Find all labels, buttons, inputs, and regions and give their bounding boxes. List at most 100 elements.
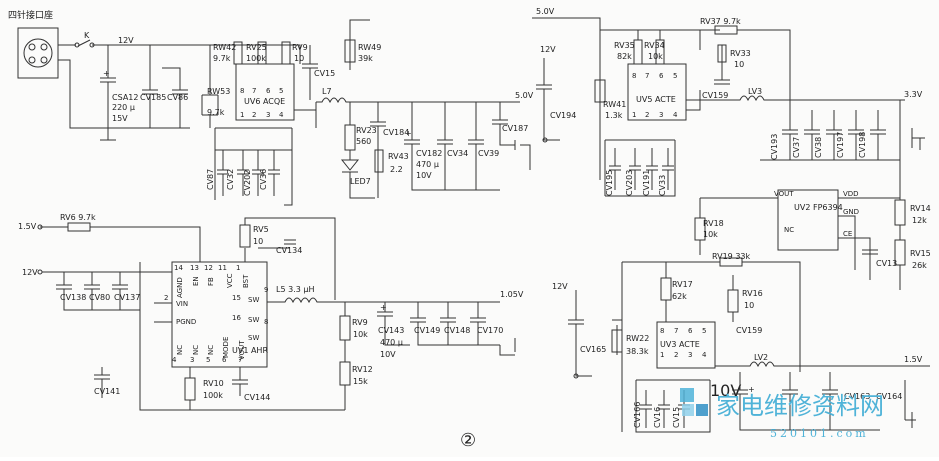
cv143-voltage: 10V [380,350,396,359]
rv17-value: 62k [672,292,687,301]
svg-text:+: + [405,129,412,138]
rw41-name: RW41 [603,100,626,109]
svg-text:NC: NC [784,226,794,234]
uv1-chip [171,261,268,368]
rv9-top-value: 10 [294,54,304,63]
svg-text:4: 4 [702,351,707,359]
svg-text:11: 11 [218,264,227,272]
l5-label: L5 3.3 μH [276,285,314,294]
svg-text:CV202: CV202 [243,170,252,196]
svg-text:8: 8 [264,318,268,326]
cv149-label: CV149 [414,326,440,335]
svg-text:3: 3 [266,111,270,119]
l7-label: L7 [322,87,332,96]
svg-text:1: 1 [240,111,244,119]
rv10-value: 100k [203,391,223,400]
rv15-name: RV15 [910,249,931,258]
rv18-name: RV18 [703,219,724,228]
connector-block: 四针接口座 [8,9,59,79]
rv15-value: 26k [912,261,927,270]
svg-text:CV38: CV38 [814,137,823,158]
svg-text:8: 8 [240,87,244,95]
svg-text:CV80: CV80 [89,293,110,302]
rw41-value: 1.3k [605,111,623,120]
svg-text:7: 7 [252,87,256,95]
page-marker: ② [460,430,476,451]
svg-text:16: 16 [232,314,241,322]
rv12-name: RV12 [352,365,373,374]
svg-text:PGND: PGND [176,318,196,326]
svg-text:CV195: CV195 [605,170,614,196]
svg-text:6: 6 [688,327,693,335]
uv1-input-caps: CV138 CV80 CV137 [56,272,140,311]
svg-text:EN: EN [192,276,200,286]
connector-label: 四针接口座 [8,9,53,21]
rv34-name: RV34 [644,41,665,50]
rw49-value: 39k [358,54,373,63]
rw22-name: RW22 [626,334,649,343]
rail-33v: 3.3V [904,90,923,99]
svg-text:15: 15 [232,294,241,302]
cv165-label: CV165 [580,345,606,354]
uv3-chip [656,321,716,369]
svg-text:CV197: CV197 [836,132,845,158]
cv144-label: CV144 [244,393,270,402]
svg-text:VOUT: VOUT [238,340,246,360]
watermark: 家电维修资料网 520101.com [680,388,884,440]
svg-text:6: 6 [659,72,664,80]
cv143-value: 470 μ [380,338,403,347]
svg-text:CV191: CV191 [642,170,651,196]
svg-text:CV32: CV32 [226,169,235,190]
rail-15v-right: 1.5V [904,355,923,364]
svg-text:4: 4 [172,356,177,364]
cv159-top-label: CV159 [702,91,728,100]
led7-label: LED7 [350,177,371,186]
svg-text:CV16: CV16 [653,407,662,428]
rv34-value: 10k [648,52,663,61]
csa12-name: CSA12 [112,93,138,102]
svg-text:6: 6 [266,87,271,95]
rv6-label: RV6 9.7k [60,213,96,222]
uv2-name: UV2 FP6394 [794,203,843,212]
rv18-value: 10k [703,230,718,239]
cv141-label: CV141 [94,387,120,396]
svg-text:7: 7 [674,327,678,335]
rv35-value: 82k [617,52,632,61]
uv1-name: UV1 AHR [232,346,268,355]
cv182-voltage: 10V [416,171,432,180]
uv5-bottom-caps: CV195 CV203 CV191 CV33 [604,139,676,197]
rail-12v-mid: 12V [540,45,556,54]
svg-text:5: 5 [206,356,210,364]
cv15-label: CV15 [314,69,335,78]
rv14-name: RV14 [910,204,931,213]
csa12-value: 220 μ [112,103,135,112]
rv10-name: RV10 [203,379,224,388]
rw53-value: 9.7k [207,108,225,117]
svg-text:SW: SW [248,334,259,342]
svg-text:CV198: CV198 [858,132,867,158]
svg-text:CV193: CV193 [770,134,779,160]
lv3-output-caps: CV193 CV37 CV38 CV197 CV198 [760,100,901,190]
svg-text:4: 4 [673,111,678,119]
svg-text:2: 2 [164,294,168,302]
svg-text:1: 1 [660,351,664,359]
svg-text:VOUT: VOUT [774,190,794,198]
rv23-value: 560 [356,137,371,146]
rv9-bot-value: 10k [353,330,368,339]
svg-text:CV33: CV33 [658,175,667,196]
rail-12v-bottom: 12V [552,282,568,291]
cv39-label: CV39 [478,149,499,158]
rw22-value: 38.3k [626,347,649,356]
rv12-value: 15k [353,377,368,386]
cv143-name: CV143 [378,326,404,335]
csa12-voltage: 15V [112,114,128,123]
svg-text:CV15: CV15 [672,407,681,428]
svg-text:8: 8 [660,327,664,335]
rail-5v-in: 5.0V [536,7,555,16]
switch-label: K [84,31,90,40]
rail-5v-out: 5.0V [515,91,534,100]
